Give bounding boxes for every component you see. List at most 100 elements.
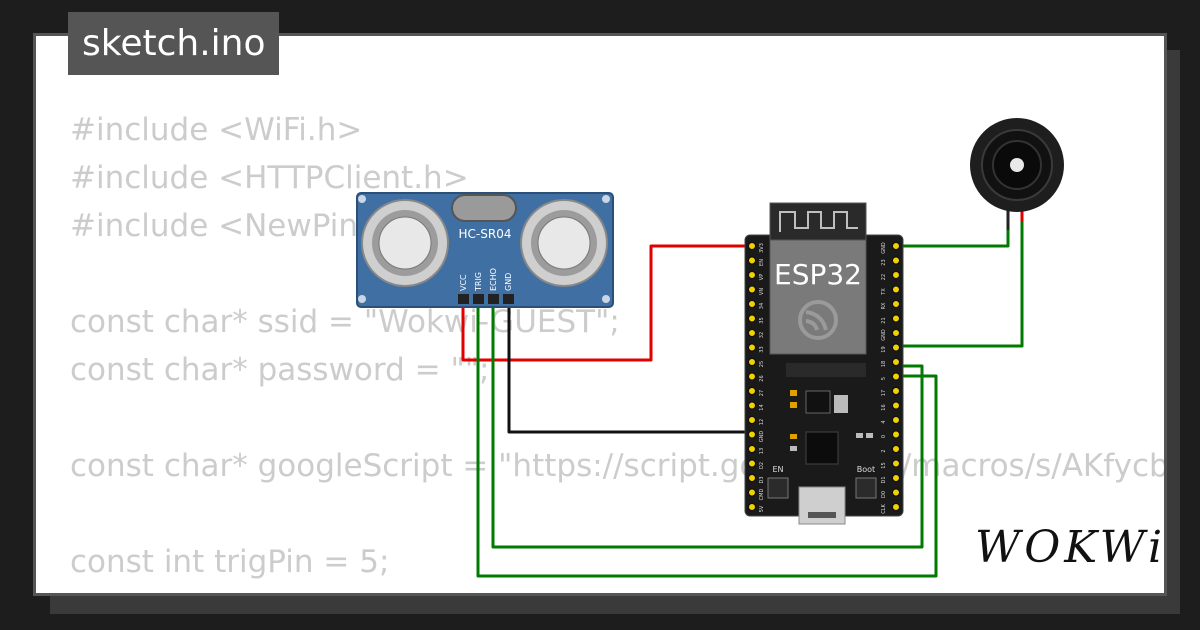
sensor-pin-trig: TRIG bbox=[474, 272, 483, 292]
board-left-pin-label: GND bbox=[759, 431, 765, 443]
board-left-pin-3[interactable] bbox=[747, 285, 757, 294]
board-left-pin-11[interactable] bbox=[747, 401, 757, 410]
board-right-pin-label: 15 bbox=[881, 462, 887, 468]
board-right-pin-label: 18 bbox=[881, 361, 887, 367]
sensor-label: HC-SR04 bbox=[459, 227, 512, 241]
wire-trig-green[interactable] bbox=[491, 300, 924, 549]
board-left-pin-18[interactable] bbox=[747, 502, 757, 512]
buzzer[interactable] bbox=[970, 118, 1064, 230]
board-left-pin-label: 13 bbox=[759, 448, 765, 454]
en-button[interactable] bbox=[767, 477, 789, 499]
board-left-pin-2[interactable] bbox=[747, 270, 757, 280]
wire-gnd-black[interactable] bbox=[507, 300, 752, 434]
board-right-pin-label: CLK bbox=[881, 504, 887, 514]
board-left-pin-12[interactable] bbox=[747, 415, 757, 425]
board-right-pin-label: 16 bbox=[881, 404, 887, 410]
board-right-pin-8[interactable] bbox=[891, 357, 901, 367]
board-right-pin-16[interactable] bbox=[891, 473, 901, 483]
board-left-pin-17[interactable] bbox=[747, 488, 757, 497]
board-left-pin-15[interactable] bbox=[747, 459, 757, 468]
board-right-pin-label: D0 bbox=[881, 491, 887, 498]
board-right-pin-label: 21 bbox=[881, 317, 887, 323]
wire-vcc-red[interactable] bbox=[461, 244, 752, 362]
board-right-pin-6[interactable] bbox=[891, 328, 901, 338]
board-left-pin-10[interactable] bbox=[747, 386, 757, 396]
board-right-pin-4[interactable] bbox=[891, 299, 901, 309]
file-tab-label: sketch.ino bbox=[82, 23, 266, 64]
board-right-pin-label: 19 bbox=[881, 346, 887, 352]
board-right-pin-0[interactable] bbox=[891, 241, 901, 251]
board-left-pin-7[interactable] bbox=[747, 343, 757, 352]
board-right-pin-1[interactable] bbox=[891, 256, 901, 265]
board-right-pin-9[interactable] bbox=[891, 372, 901, 381]
wokwi-logo[interactable]: WOKWi bbox=[975, 522, 1167, 573]
board-right-pin-label: GND bbox=[881, 242, 887, 254]
sensor-transducer-right bbox=[520, 199, 608, 287]
board-left-pin-label: 25 bbox=[759, 361, 765, 367]
board-right-pin-11[interactable] bbox=[891, 401, 901, 410]
code-line: #include <WiFi.h> bbox=[70, 112, 363, 148]
board-left-pin-label: D3 bbox=[759, 476, 765, 483]
board-left-pin-label: D2 bbox=[759, 462, 765, 469]
code-line: const int echoPin = 18; bbox=[70, 586, 1164, 593]
sensor-pin-echo: ECHO bbox=[489, 268, 498, 291]
board-right-pin-5[interactable] bbox=[891, 314, 901, 323]
esp32-board[interactable]: ESP32 EN Boot 3V3ENVPVN34353233252627141… bbox=[744, 202, 904, 525]
board-right-pin-15[interactable] bbox=[891, 459, 901, 468]
board-left-pin-9[interactable] bbox=[747, 372, 757, 381]
board-right-pin-13[interactable] bbox=[891, 430, 901, 439]
board-left-pin-label: 3V3 bbox=[759, 243, 765, 253]
sensor-pin-vcc: VCC bbox=[459, 274, 468, 291]
board-left-pin-8[interactable] bbox=[747, 357, 757, 367]
board-right-pin-label: 5 bbox=[881, 377, 887, 380]
board-right-pin-label: D1 bbox=[881, 476, 887, 483]
wire-echo-green[interactable] bbox=[476, 300, 938, 578]
board-left-pin-16[interactable] bbox=[747, 473, 757, 483]
board-right-pin-label: TX bbox=[881, 288, 887, 296]
wire-buzzer-pos-green[interactable] bbox=[898, 222, 1024, 348]
board-right-pin-label: 22 bbox=[881, 274, 887, 280]
board-right-pin-label: 0 bbox=[881, 435, 887, 438]
board-left-pin-label: EN bbox=[759, 259, 765, 266]
board-left-pin-0[interactable] bbox=[747, 241, 757, 251]
usb-port bbox=[798, 486, 846, 525]
board-right-pin-label: 17 bbox=[881, 390, 887, 396]
board-right-pin-17[interactable] bbox=[891, 488, 901, 497]
board-left-pin-13[interactable] bbox=[747, 430, 757, 439]
board-right-pin-2[interactable] bbox=[891, 270, 901, 280]
board-right-pin-7[interactable] bbox=[891, 343, 901, 352]
board-left-pin-5[interactable] bbox=[747, 314, 757, 323]
sensor-pin-gnd: GND bbox=[504, 273, 513, 291]
board-left-pin-label: VP bbox=[759, 274, 765, 280]
board-left-pin-label: 26 bbox=[759, 375, 765, 381]
board-right-pin-18[interactable] bbox=[891, 502, 901, 512]
sensor-pin-labels: VCC TRIG ECHO GND bbox=[459, 268, 513, 292]
sensor-transducer-left bbox=[361, 199, 449, 287]
board-leds bbox=[790, 390, 873, 451]
file-tab[interactable]: sketch.ino bbox=[68, 12, 280, 75]
board-left-pin-1[interactable] bbox=[747, 256, 757, 265]
board-right-pin-label: 2 bbox=[881, 449, 887, 452]
board-left-pin-label: 12 bbox=[759, 419, 765, 425]
board-right-pin-10[interactable] bbox=[891, 386, 901, 396]
board-right-pin-label: 4 bbox=[881, 420, 887, 423]
board-pins-left: 3V3ENVPVN343532332526271412GND13D2D3CMD5… bbox=[747, 241, 765, 512]
espressif-logo-icon bbox=[798, 300, 838, 340]
board-right-pin-3[interactable] bbox=[891, 285, 901, 294]
board-left-pin-4[interactable] bbox=[747, 299, 757, 309]
board-right-pin-label: RX bbox=[881, 302, 887, 309]
board-left-pin-label: 34 bbox=[759, 303, 765, 309]
board-left-pin-label: 32 bbox=[759, 332, 765, 338]
board-left-pin-14[interactable] bbox=[747, 444, 757, 454]
board-left-pin-label: 33 bbox=[759, 346, 765, 352]
code-line: const int trigPin = 5; bbox=[70, 544, 390, 580]
board-right-pin-12[interactable] bbox=[891, 415, 901, 425]
board-left-pin-6[interactable] bbox=[747, 328, 757, 338]
boot-label: Boot bbox=[857, 465, 875, 474]
board-right-pin-14[interactable] bbox=[891, 444, 901, 454]
board-left-pin-label: CMD bbox=[759, 489, 765, 501]
boot-button[interactable] bbox=[855, 477, 877, 499]
wire-buzzer-gnd-green[interactable] bbox=[898, 222, 1010, 248]
hc-sr04-sensor[interactable]: HC-SR04 VCC TRIG ECHO GND bbox=[356, 192, 614, 308]
sensor-header-pins bbox=[458, 294, 514, 304]
